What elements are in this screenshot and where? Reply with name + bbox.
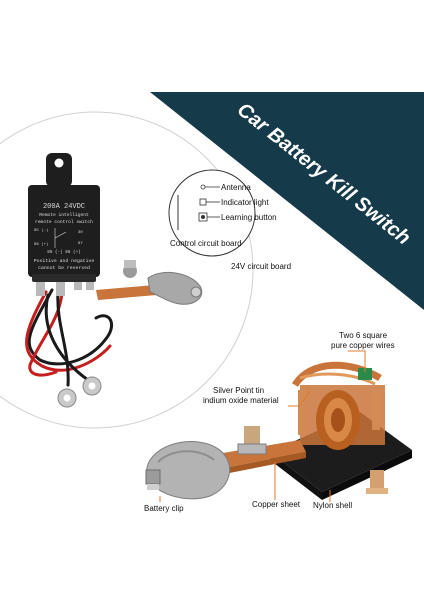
relay-battery-clip: [147, 271, 203, 305]
anno-nylon-shell: Nylon shell: [313, 501, 352, 510]
anno-copper-wires-2: pure copper wires: [331, 341, 395, 350]
relay-body: [28, 185, 100, 277]
relay-line1: 200A 24VDC: [43, 203, 85, 211]
anno-copper-wires-1: Two 6 square: [339, 331, 388, 340]
circuit-board-caption: Control circuit board: [170, 239, 242, 248]
circuit-item-learning: Learning button: [221, 213, 277, 222]
anno-copper-sheet: Copper sheet: [252, 500, 301, 509]
circuit-item-antenna: Antenna: [221, 183, 251, 192]
relay-pin-86-left: 86 (+): [34, 242, 48, 247]
voltage-label: 24V circuit board: [231, 262, 291, 271]
relay-pin-85-top: 85 (-): [34, 228, 48, 233]
anno-silver-point-1: Silver Point tin: [213, 386, 264, 395]
copper-sheet: [205, 440, 306, 470]
relay-wires: [25, 288, 114, 387]
anno-battery-clip: Battery clip: [144, 504, 184, 513]
relay-warning1: Positive and negative: [34, 258, 95, 264]
relay-pin-87: 87: [78, 242, 83, 246]
relay-line2: Remote intelligent: [39, 212, 89, 218]
relay-mount-tab: [46, 153, 72, 187]
relay-bolts: [36, 282, 94, 296]
relay-warning2: cannot be reversed: [38, 265, 90, 271]
relay-pins-bottom: 85 (-) 86 (+): [47, 250, 81, 255]
green-pcb: [358, 368, 372, 380]
anno-silver-point-2: indium oxide material: [203, 396, 279, 405]
relay-line3: remote control switch: [35, 219, 93, 225]
ring-terminals: [57, 376, 102, 408]
relay-pin-30: 30: [78, 231, 83, 235]
circuit-item-indicator: Indicator light: [221, 198, 269, 207]
